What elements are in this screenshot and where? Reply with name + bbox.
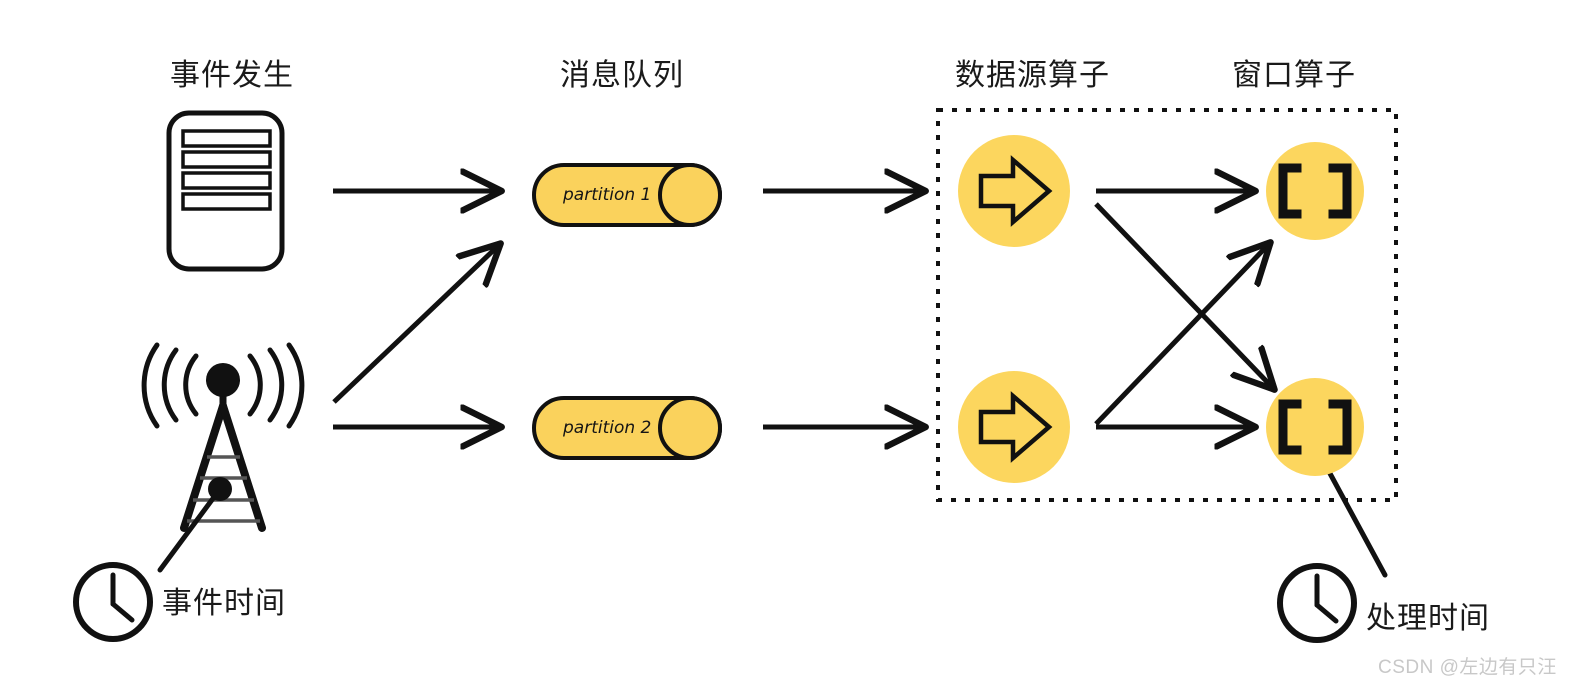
partition-1-shape[interactable] [532, 163, 722, 227]
brackets-icon [1278, 399, 1352, 455]
processing-time-label: 处理时间 [1366, 602, 1490, 635]
brackets-icon [1278, 163, 1352, 219]
partition-2-shape[interactable] [532, 396, 722, 460]
server-rack-icon [166, 110, 285, 272]
column-title-window-operator: 窗口算子 [1232, 59, 1356, 92]
column-title-event-generation: 事件发生 [170, 59, 294, 92]
column-title-source-operator: 数据源算子 [955, 59, 1110, 92]
event-time-label: 事件时间 [162, 587, 286, 620]
window-operator-1-node[interactable] [1266, 142, 1364, 240]
arrow-source1-to-window2 [1094, 202, 1272, 387]
operator-boundary [936, 108, 1398, 502]
block-arrow-right-icon [978, 155, 1053, 227]
arrow-source2-to-window1 [1094, 245, 1268, 426]
source-operator-1-node[interactable] [958, 135, 1070, 247]
partition-1-label: partition 1 [563, 185, 652, 205]
source-operator-2-node[interactable] [958, 371, 1070, 483]
antenna-tower-icon [141, 342, 305, 573]
arrow-antenna-to-partition1 [332, 246, 498, 404]
csdn-watermark: CSDN @左边有只汪 [1378, 657, 1557, 678]
window-operator-2-node[interactable] [1266, 378, 1364, 476]
block-arrow-right-icon [978, 391, 1053, 463]
partition-2-label: partition 2 [563, 418, 652, 438]
event-time-clock-icon [73, 562, 153, 642]
column-title-message-queue: 消息队列 [560, 59, 684, 92]
processing-time-clock-icon [1277, 563, 1357, 643]
